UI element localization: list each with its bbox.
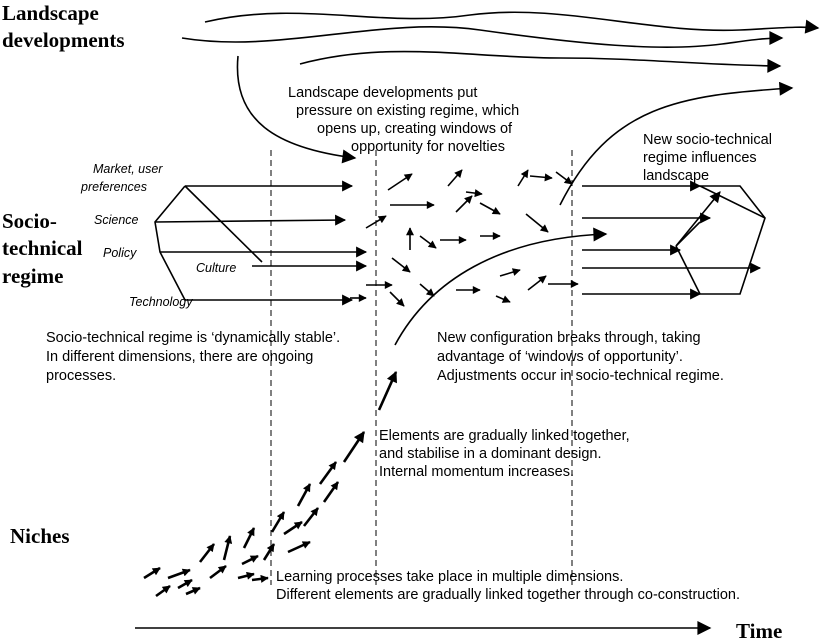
dimension-label-science: Science: [94, 213, 139, 227]
niche-arrow: [251, 574, 269, 583]
niche-arrow: [287, 540, 311, 554]
breakthrough-annotation: New configuration breaks through, taking…: [437, 330, 724, 384]
niche-arrow: [237, 571, 255, 580]
niche-arrow: [262, 543, 276, 561]
dynamically-stable-annotation: Socio-technical regime is ‘dynamically s…: [46, 330, 344, 384]
small-arrow: [391, 257, 411, 273]
regime-line-science: [154, 214, 347, 226]
regime-transition-arrows: [350, 169, 579, 307]
niche-arrow: [322, 481, 340, 503]
landscape-pressure-annotation: Landscape developments put pressure on e…: [288, 85, 523, 155]
dimension-label-policy: Policy: [103, 246, 137, 260]
niche-arrows: [143, 370, 398, 598]
niche-arrow: [318, 461, 338, 485]
small-arrow: [447, 169, 463, 187]
niche-arrow: [302, 507, 320, 527]
regime-link-arrow: [675, 191, 721, 247]
niche-arrow: [241, 554, 259, 566]
dimension-label-culture: Culture: [196, 261, 236, 275]
time-axis-label: Time: [736, 619, 782, 643]
small-arrow: [365, 215, 387, 229]
niche-arrow: [283, 520, 303, 536]
niches-level-title: Niches: [10, 524, 70, 548]
small-arrow: [529, 173, 553, 182]
small-arrow: [387, 173, 413, 191]
niche-arrow: [167, 568, 191, 580]
small-arrow: [419, 235, 437, 249]
learning-processes-annotation: Learning processes take place in multipl…: [276, 569, 740, 603]
small-arrow: [525, 213, 549, 233]
niche-arrow: [222, 535, 233, 561]
niche-arrow: [198, 543, 216, 563]
niche-arrow: [242, 527, 256, 549]
small-arrow: [555, 171, 573, 185]
small-arrow: [455, 195, 473, 213]
small-arrow: [479, 202, 501, 215]
landscape-arrows: [181, 11, 820, 206]
small-arrow: [517, 169, 529, 187]
landscape-arrow: [299, 50, 782, 73]
new-regime-lines: [582, 180, 766, 300]
niche-arrow: [143, 566, 161, 580]
small-arrow: [419, 283, 435, 297]
landscape-pressure-arrow: [236, 55, 357, 164]
niche-arrow: [177, 578, 193, 590]
regime-link-line: [184, 185, 263, 263]
small-arrow: [495, 295, 511, 303]
landscape-arrow: [181, 26, 784, 48]
small-arrow: [465, 189, 483, 198]
regime-bracket-left: [154, 185, 186, 301]
niche-arrow: [185, 586, 201, 596]
regime-to-landscape-arrow: [559, 81, 794, 206]
breakthrough-arrow: [394, 227, 608, 346]
niche-arrow: [296, 483, 312, 507]
landscape-level-title: Landscape developments: [2, 1, 125, 52]
dimension-label-technology: Technology: [129, 295, 193, 309]
niche-arrow: [209, 564, 227, 580]
linked-elements-annotation: Elements are gradually linked together, …: [379, 428, 634, 480]
landscape-arrow: [204, 11, 820, 34]
stable-regime-lines: [154, 180, 368, 306]
small-arrow: [389, 291, 405, 307]
regime-level-title: Socio- technical regime: [2, 209, 88, 288]
small-arrow: [499, 268, 521, 277]
niche-arrow: [270, 511, 286, 533]
regime-link-line: [699, 185, 766, 219]
niche-arrow: [155, 584, 171, 598]
dimension-label-market: Market, user preferences: [80, 162, 166, 194]
regime-link-line: [675, 245, 701, 295]
niche-arrow: [342, 431, 366, 463]
new-regime-annotation: New socio-technical regime influences la…: [643, 132, 776, 184]
niche-arrow: [377, 370, 398, 411]
small-arrow: [527, 275, 547, 291]
